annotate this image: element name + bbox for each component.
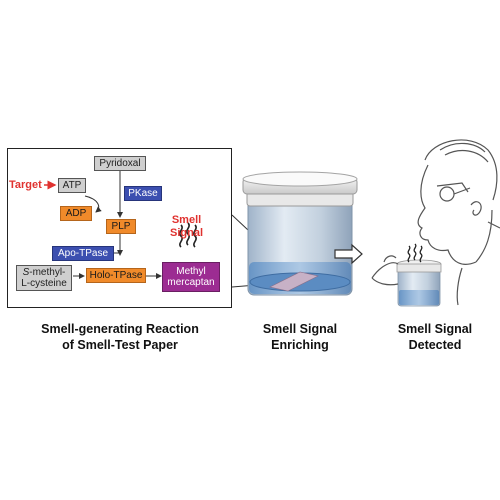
right-caption-line1: Smell Signal	[397, 322, 473, 336]
holo-tpase-label: Holo-TPase	[89, 269, 143, 281]
methyl-mercaptan-node: Methyl mercaptan	[162, 262, 220, 292]
plp-label: PLP	[111, 220, 131, 232]
small-smell-wave-icon	[407, 243, 423, 263]
middle-caption: Smell Signal Enriching	[240, 322, 360, 353]
left-caption-line2: of Smell-Test Paper	[62, 337, 178, 352]
plp-node: PLP	[106, 219, 136, 234]
pyridoxal-label: Pyridoxal	[99, 157, 141, 169]
methyl-label-line2: mercaptan	[167, 277, 215, 288]
atp-node: ATP	[58, 178, 86, 193]
middle-caption-line1: Smell Signal	[262, 322, 338, 336]
right-caption: Smell Signal Detected	[380, 322, 490, 353]
pkase-node: PKase	[124, 186, 162, 201]
adp-node: ADP	[60, 206, 92, 221]
smell-signal-line1: Smell	[171, 214, 202, 226]
pyridoxal-node: Pyridoxal	[94, 156, 146, 171]
middle-caption-line2: Enriching	[271, 337, 329, 352]
left-caption: Smell-generating Reaction of Smell-Test …	[8, 322, 232, 353]
right-caption-line2: Detected	[408, 337, 462, 352]
smell-signal-label: Smell Signal	[170, 214, 203, 239]
left-caption-line1: Smell-generating Reaction	[41, 322, 199, 336]
smell-wave-icon	[179, 222, 197, 248]
s-methyl-label-line1: S-methyl-	[22, 266, 66, 278]
target-label: Target	[9, 179, 42, 191]
apo-tpase-label: Apo-TPase	[57, 247, 109, 259]
s-methyl-cysteine-node: S-methyl- L-cysteine	[16, 265, 72, 291]
atp-label: ATP	[62, 179, 82, 191]
small-jar-icon	[396, 259, 442, 307]
person-face-icon	[371, 139, 500, 306]
pkase-label: PKase	[128, 187, 158, 199]
holo-tpase-node: Holo-TPase	[86, 268, 146, 283]
process-arrow-icon	[334, 243, 363, 265]
s-methyl-label-line2: L-cysteine	[21, 278, 67, 289]
enriching-jar-icon	[242, 171, 358, 296]
apo-tpase-node: Apo-TPase	[52, 246, 114, 261]
smell-signal-line2: Signal	[170, 226, 204, 239]
methyl-label-line1: Methyl	[176, 266, 206, 277]
adp-label: ADP	[65, 207, 87, 219]
reaction-arrows	[73, 171, 162, 279]
